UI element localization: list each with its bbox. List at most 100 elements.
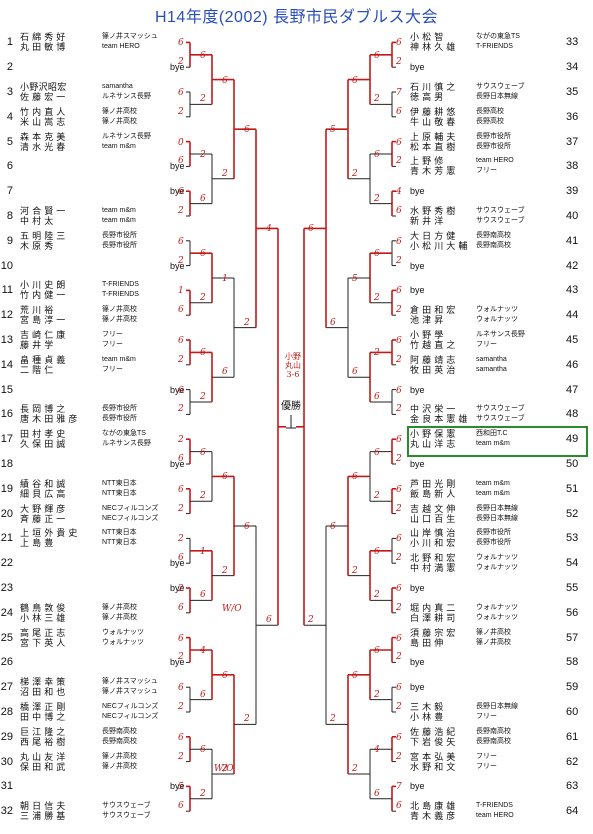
bye-label: bye — [410, 657, 425, 668]
match-score: 2 — [178, 206, 184, 216]
seed-number: 22 — [0, 557, 13, 570]
player-name: 三 木 毅 — [410, 702, 444, 712]
player-name: 竹 越 直 之 — [410, 340, 456, 350]
player-name: 佐 藤 宏 一 — [20, 92, 66, 102]
player-name: 宮 下 英 人 — [20, 637, 66, 648]
match-score: 2 — [396, 751, 402, 762]
page-title: H14年度(2002) 長野市民ダブルス大会 — [154, 9, 439, 26]
match-score: 2 — [396, 454, 402, 464]
match-score: 6 — [396, 633, 402, 644]
match-score: 2 — [200, 292, 206, 303]
player-name: 池 津 昇 — [410, 315, 444, 326]
match-score: 2 — [200, 392, 206, 402]
seed-number: 24 — [0, 606, 13, 619]
bye-label: bye — [170, 161, 185, 172]
match-score: 6 — [374, 447, 380, 458]
seed-number: 34 — [566, 61, 579, 74]
seed-number: 10 — [0, 259, 13, 272]
match-score: 2 — [374, 348, 380, 359]
match-score: 6 — [330, 317, 336, 328]
player-team: 篠ノ井スマッシュ — [102, 33, 158, 41]
player-team: 西和田T.C — [476, 430, 508, 438]
player-team: T-FRIENDS — [102, 281, 139, 289]
match-score: 6 — [374, 50, 380, 61]
match-score: 2 — [222, 764, 228, 774]
player-name: 上 島 豊 — [20, 538, 54, 549]
match-score: 6 — [396, 336, 402, 346]
match-score: 6 — [396, 236, 402, 247]
match-score: 6 — [396, 801, 402, 812]
player-team: 篠ノ井スマッシュ — [102, 678, 158, 686]
seed-number: 9 — [6, 234, 13, 247]
match-score: 6 — [178, 633, 184, 644]
player-name: 竹 内 直 人 — [20, 106, 66, 117]
player-team: 長野南高校 — [476, 231, 511, 239]
player-team: フリー — [102, 365, 123, 373]
player-name: 牧 田 英 治 — [410, 364, 456, 375]
player-team: NTT東日本 — [102, 479, 137, 487]
player-team: ウォルナッツ — [476, 564, 518, 572]
player-team: NTT東日本 — [102, 489, 137, 497]
bye-label: bye — [410, 285, 425, 296]
player-name: 下 岩 俊 矢 — [410, 736, 456, 747]
player-team: フリー — [102, 331, 123, 338]
match-score: 2 — [178, 652, 184, 663]
match-score: 6 — [352, 472, 358, 483]
player-team: 長野日本無線 — [476, 514, 518, 522]
match-score: 2 — [178, 503, 184, 514]
match-score: 6 — [200, 193, 206, 204]
player-team: 長野市役所 — [476, 132, 511, 140]
seed-number: 43 — [566, 284, 579, 297]
seed-number: 51 — [566, 482, 579, 495]
bye-label: bye — [170, 62, 185, 73]
player-name: 倉 田 和 宏 — [410, 305, 456, 316]
match-score: 2 — [374, 193, 380, 204]
match-score: 2 — [330, 714, 336, 725]
match-score: 6 — [200, 590, 206, 601]
player-name: 小 松 智 — [410, 32, 444, 43]
player-name: 徳 高 男 — [410, 92, 444, 102]
match-score: 6 — [178, 187, 184, 198]
player-team: フリー — [476, 167, 497, 175]
player-team: 長野市役所 — [476, 142, 511, 150]
seed-number: 56 — [566, 606, 579, 619]
match-score: 2 — [178, 534, 184, 545]
player-name: 芦 田 光 剛 — [410, 478, 456, 489]
match-score: 6 — [222, 367, 228, 378]
player-name: 青 木 芳 憲 — [410, 166, 456, 177]
match-score: 2 — [178, 702, 184, 712]
walkover-note: W/O — [222, 604, 242, 614]
seed-number: 18 — [0, 458, 13, 470]
match-score: 2 — [244, 317, 250, 328]
player-name: 田 村 孝 史 — [20, 429, 66, 440]
seed-number: 41 — [566, 234, 579, 247]
match-score: 2 — [178, 435, 184, 446]
player-team: 長野南高校 — [102, 727, 137, 735]
player-name: 西 尾 裕 樹 — [20, 736, 66, 747]
bye-label: bye — [410, 62, 425, 73]
match-score: 6 — [244, 522, 250, 532]
seed-number: 6 — [6, 160, 13, 173]
player-team: NECフィルコンズ — [102, 713, 159, 720]
player-name: 沼 田 和 也 — [20, 687, 66, 698]
match-score: 6 — [396, 106, 402, 117]
seed-number: 48 — [566, 408, 579, 421]
match-score: 2 — [200, 491, 206, 502]
seed-number: 52 — [566, 507, 579, 520]
bye-label: bye — [170, 583, 185, 593]
match-score: 2 — [352, 168, 358, 179]
player-team: 長野市役所 — [102, 231, 137, 239]
match-score: 6 — [200, 689, 206, 700]
seed-number: 15 — [0, 383, 13, 396]
player-name: 清 水 光 春 — [20, 141, 66, 152]
player-name: 大 野 輝 彦 — [20, 503, 66, 514]
walkover-note: W/O — [214, 764, 234, 774]
bye-label: bye — [170, 384, 185, 395]
player-name: 小 野 學 — [410, 330, 444, 340]
player-team: フリー — [476, 341, 497, 348]
match-score: 6 — [374, 788, 380, 799]
seed-number: 47 — [566, 383, 579, 396]
player-name: 畠 種 貞 義 — [20, 354, 66, 365]
player-team: 篠ノ井高校 — [102, 752, 137, 760]
